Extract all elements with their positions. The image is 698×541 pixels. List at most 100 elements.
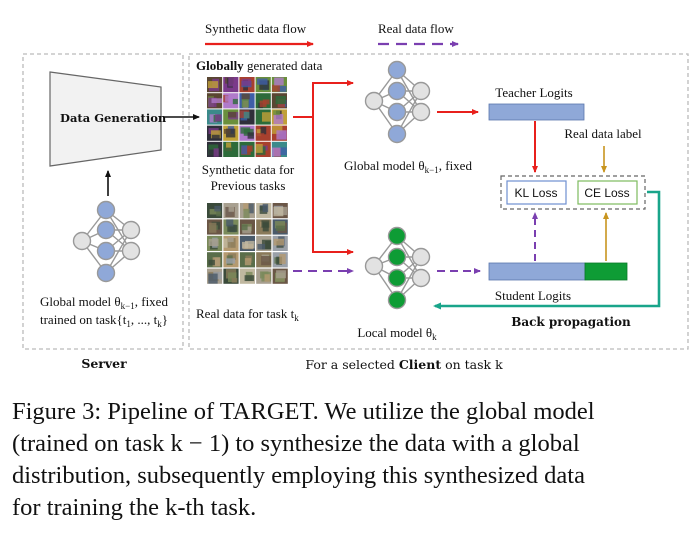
- thumbnail-texture: [259, 80, 270, 90]
- thumbnail-texture: [244, 275, 255, 282]
- ce-loss-label: CE Loss: [584, 186, 629, 200]
- thumbnail-texture: [225, 95, 230, 102]
- thumbnail-texture: [223, 143, 231, 154]
- thumbnail-texture: [241, 145, 248, 155]
- thumbnail-texture: [212, 257, 221, 267]
- thumbnail-texture: [208, 222, 217, 233]
- thumbnail-texture: [255, 133, 265, 141]
- thumbnail-texture: [227, 224, 238, 232]
- thumbnail-texture: [256, 129, 262, 137]
- thumbnail-texture: [227, 272, 237, 283]
- thumbnail-texture: [243, 111, 250, 119]
- caption-line-1: Figure 3: Pipeline of TARGET. We utilize…: [12, 398, 595, 425]
- thumbnail-texture: [223, 238, 231, 248]
- student-logits-head: [584, 262, 628, 281]
- thumbnail-texture: [260, 126, 267, 135]
- thumbnail-texture: [216, 210, 222, 217]
- figure-caption: Figure 3: Pipeline of TARGET. We utilize…: [12, 396, 692, 524]
- thumbnail-texture: [227, 238, 236, 248]
- synthetic-caption-line1: Synthetic data for: [202, 162, 295, 177]
- teacher-logits-label: Teacher Logits: [495, 85, 572, 100]
- thumbnail-texture: [264, 274, 270, 282]
- real-data-caption: Real data for task tk: [196, 306, 299, 323]
- thumbnail-texture: [232, 98, 238, 105]
- thumbnail-texture: [208, 86, 220, 92]
- local-model-icon: [364, 226, 431, 310]
- student-logits-bar: [488, 262, 586, 281]
- thumbnail-texture: [207, 81, 219, 89]
- legend-synthetic-label: Synthetic data flow: [205, 21, 307, 36]
- thumbnail-texture: [273, 114, 284, 125]
- thumbnail-texture: [274, 221, 286, 229]
- real-image-grid: [207, 203, 288, 284]
- thumbnail-texture: [277, 85, 287, 92]
- thumbnail-texture: [279, 253, 286, 265]
- thumbnail-texture: [274, 77, 284, 86]
- thumbnail-texture: [260, 271, 269, 279]
- real-data-label-text: Real data label: [564, 126, 642, 141]
- thumbnail-texture: [214, 205, 221, 212]
- thumbnail-texture: [225, 258, 236, 264]
- thumbnail-texture: [262, 222, 269, 232]
- thumbnail-texture: [208, 273, 218, 284]
- server-model-caption-line1: Global model θk−1, fixed: [40, 294, 168, 311]
- thumbnail-texture: [243, 208, 250, 219]
- thumbnail-texture: [279, 147, 287, 155]
- kl-loss-box: [506, 180, 567, 205]
- thumbnail-texture: [272, 147, 281, 157]
- back-propagation-arrow: [433, 190, 661, 310]
- thumbnail-texture: [241, 98, 249, 108]
- student-logits-label: Student Logits: [495, 288, 571, 303]
- server-panel: [22, 53, 184, 350]
- thumbnail-texture: [261, 255, 271, 266]
- thumbnail-texture: [247, 132, 254, 139]
- data-generation-label: Data Generation: [60, 111, 167, 125]
- thumbnail-texture: [209, 114, 218, 123]
- teacher-logits-bar: [488, 103, 585, 121]
- legend: Synthetic data flow Real data flow: [205, 21, 459, 47]
- thumbnail-texture: [209, 208, 221, 215]
- thumbnail-texture: [228, 203, 234, 212]
- thumbnail-texture: [226, 142, 232, 148]
- thumbnail-texture: [241, 78, 252, 86]
- synthetic-to-local-arrow: [312, 117, 354, 255]
- thumbnail-texture: [208, 238, 219, 247]
- thumbnail-texture: [275, 225, 286, 231]
- synthetic-image-grid: [207, 77, 287, 157]
- thumbnail-texture: [275, 95, 286, 105]
- thumbnail-texture: [244, 258, 252, 266]
- thumbnail-texture: [273, 238, 285, 246]
- server-model-caption-line2: trained on task{t1, ..., tk}: [40, 312, 168, 329]
- global-model-icon: [364, 60, 431, 144]
- client-panel: [188, 53, 689, 350]
- thumbnail-texture: [273, 206, 284, 217]
- thumbnail-texture: [226, 219, 234, 227]
- globally-generated-title: Globally generated data: [196, 58, 323, 73]
- thumbnail-texture: [240, 127, 251, 134]
- thumbnail-texture: [208, 259, 215, 266]
- thumbnail-texture: [226, 128, 236, 138]
- thumbnail-texture: [248, 203, 254, 214]
- thumbnail-texture: [257, 78, 268, 85]
- thumbnail-texture: [262, 99, 270, 105]
- thumbnail-texture: [261, 239, 272, 250]
- thumbnail-texture: [261, 112, 271, 122]
- thumbnail-texture: [276, 270, 286, 279]
- thumbnail-texture: [241, 224, 248, 231]
- caption-line-2: (trained on task k − 1) to synthesize th…: [12, 430, 580, 457]
- thumbnail-texture: [208, 149, 217, 157]
- thumbnail-texture: [228, 77, 236, 87]
- thumbnail-texture: [272, 125, 283, 134]
- thumbnail-texture: [244, 240, 255, 249]
- caption-line-4: for training the k-th task.: [12, 494, 257, 521]
- thumbnail-texture: [255, 144, 263, 153]
- ce-loss-box: [577, 180, 638, 205]
- thumbnail-texture: [258, 118, 266, 125]
- client-label: For a selected Client on task k: [305, 357, 503, 372]
- thumbnail-texture: [276, 256, 283, 265]
- thumbnail-texture: [213, 148, 219, 157]
- back-propagation-label: Back propagation: [511, 315, 631, 329]
- thumbnail-texture: [257, 243, 266, 250]
- thumbnail-texture: [273, 110, 280, 116]
- thumbnail-texture: [276, 130, 287, 140]
